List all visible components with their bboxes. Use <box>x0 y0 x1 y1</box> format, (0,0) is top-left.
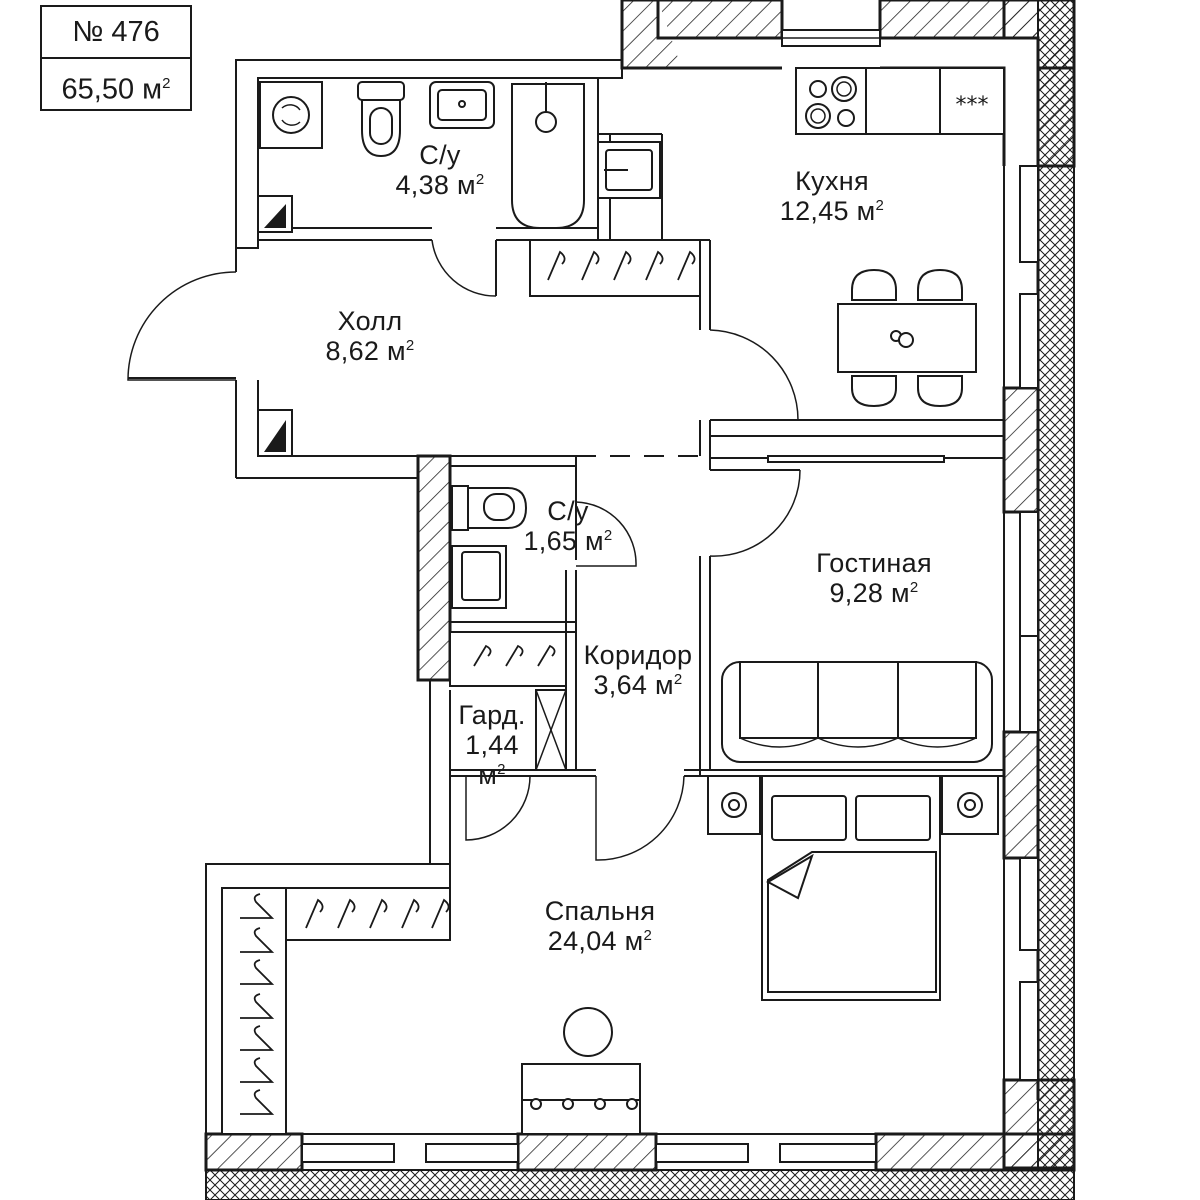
bottom-wall-2 <box>516 1132 658 1172</box>
stove <box>795 67 867 135</box>
bathroom-fixtures <box>257 81 585 457</box>
apartment-badge: № 476 65,50 м2 <box>40 5 192 111</box>
bottom-wall-insulation <box>205 1169 1075 1200</box>
small-wc-fixtures <box>451 485 528 609</box>
chair <box>917 375 963 408</box>
bottom-wall-3 <box>874 1132 1076 1172</box>
chair <box>917 268 963 301</box>
right-pier-1 <box>1002 386 1040 514</box>
hall-wardrobe <box>529 239 701 297</box>
hanger-icons <box>240 250 696 1115</box>
room-label-bathroom-small: С/у 1,65 м2 <box>523 496 613 557</box>
washing-machine <box>259 81 323 149</box>
toilet-tank <box>357 81 405 101</box>
room-label-bedroom: Спальня 24,04 м2 <box>544 896 656 957</box>
sofa <box>721 661 993 763</box>
right-pier-2 <box>1002 730 1040 860</box>
fridge <box>939 67 1005 135</box>
chair <box>851 268 897 301</box>
bedroom-wardrobe-top <box>285 887 451 941</box>
room-label-kitchen: Кухня 12,45 м2 <box>779 166 885 227</box>
room-label-hall: Холл 8,62 м2 <box>325 306 415 367</box>
doors <box>127 239 801 861</box>
bottom-windows <box>301 1143 877 1163</box>
tv <box>767 455 945 463</box>
interior-walls <box>221 78 1004 1135</box>
bedroom-wardrobe-left <box>221 887 287 1135</box>
room-label-corridor: Коридор 3,64 м2 <box>583 640 693 701</box>
apartment-total-area: 65,50 м2 <box>42 57 190 109</box>
bathtub <box>511 83 585 229</box>
small-wardrobe-rack <box>449 631 567 687</box>
room-label-wardrobe: Гард. 1,44 м2 <box>458 700 526 791</box>
chair <box>851 375 897 408</box>
right-wall-insulation <box>1037 0 1075 1171</box>
bedroom-fixtures <box>521 775 999 1135</box>
kitchen-fixtures: *** <box>597 67 1005 463</box>
right-windows <box>1019 165 1039 1081</box>
apartment-number: № 476 <box>72 16 160 48</box>
room-label-living-room: Гостиная 9,28 м2 <box>816 548 932 609</box>
room-label-bathroom-main: С/у 4,38 м2 <box>395 140 485 201</box>
bottom-wall-1 <box>204 1132 304 1172</box>
round-table <box>563 1007 613 1057</box>
hood-label: *** <box>956 93 989 118</box>
